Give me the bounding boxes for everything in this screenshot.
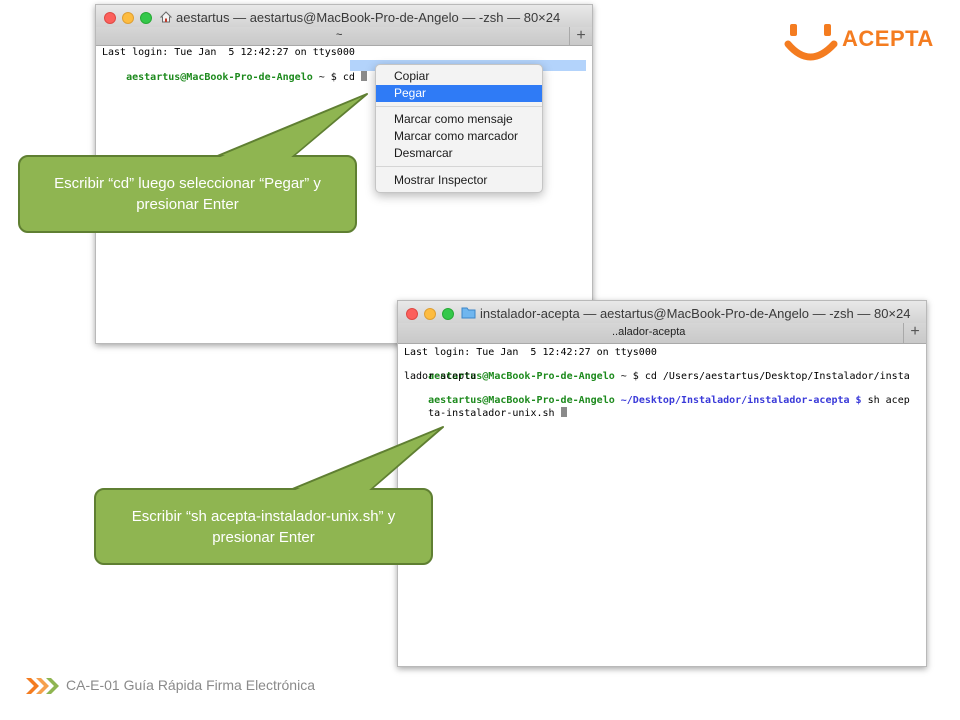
prompt-user: aestartus@MacBook-Pro-de-Angelo — [126, 72, 313, 83]
menu-item-marcar-mensaje[interactable]: Marcar como mensaje — [394, 112, 513, 126]
home-icon — [160, 11, 172, 23]
menu-item-pegar[interactable]: Pegar — [376, 85, 542, 102]
prompt-user: aestartus@MacBook-Pro-de-Angelo — [428, 395, 615, 406]
chevrons-icon — [26, 678, 59, 694]
terminal-line-prompt[interactable]: aestartus@MacBook-Pro-de-Angelo ~ $ cd — [102, 59, 367, 96]
menu-item-copiar[interactable]: Copiar — [394, 69, 430, 83]
acepta-logo-text: ACEPTA — [842, 26, 934, 51]
tab-bar[interactable]: ..alador-acepta + — [398, 323, 926, 344]
close-button[interactable] — [406, 308, 418, 320]
tab-bar[interactable]: ~ + — [96, 27, 592, 46]
text-cursor — [360, 71, 367, 81]
title-bar[interactable]: aestartus — aestartus@MacBook-Pro-de-Ang… — [96, 5, 592, 28]
terminal-window-instalador[interactable]: instalador-acepta — aestartus@MacBook-Pr… — [397, 300, 927, 667]
new-tab-button[interactable]: + — [569, 27, 592, 45]
menu-item-desmarcar[interactable]: Desmarcar — [394, 146, 453, 160]
menu-separator — [376, 166, 542, 167]
menu-separator — [376, 106, 542, 107]
acepta-logo-icon — [784, 24, 838, 61]
menu-item-marcar-marcador[interactable]: Marcar como marcador — [394, 129, 519, 143]
new-tab-button[interactable]: + — [903, 323, 926, 343]
command-cd: ~ $ cd /Users/aestartus/Desktop/Instalad… — [614, 371, 910, 382]
prompt-user: aestartus@MacBook-Pro-de-Angelo — [428, 371, 615, 382]
terminal-line-login: Last login: Tue Jan 5 12:42:27 on ttys00… — [404, 347, 657, 358]
zoom-button[interactable] — [442, 308, 454, 320]
menu-item-mostrar-inspector[interactable]: Mostrar Inspector — [394, 173, 488, 187]
tab-home[interactable]: ~ — [336, 29, 343, 41]
minimize-button[interactable] — [424, 308, 436, 320]
context-menu[interactable]: Copiar Pegar Marcar como mensaje Marcar … — [375, 64, 543, 193]
prompt-command: ~ $ cd — [312, 72, 361, 83]
zoom-button[interactable] — [140, 12, 152, 24]
callout-run-instruction: Escribir “sh acepta-instalador-unix.sh” … — [94, 488, 433, 565]
terminal-line-login: Last login: Tue Jan 5 12:42:27 on ttys00… — [102, 47, 355, 58]
window-title: instalador-acepta — aestartus@MacBook-Pr… — [480, 306, 911, 321]
terminal-line-sh: aestartus@MacBook-Pro-de-Angelo ~/Deskto… — [404, 383, 910, 419]
callout-text: Escribir “cd” luego seleccionar “Pegar” … — [54, 175, 321, 213]
tab-instalador[interactable]: ..alador-acepta — [612, 326, 686, 338]
close-button[interactable] — [104, 12, 116, 24]
window-title: aestartus — aestartus@MacBook-Pro-de-Ang… — [176, 10, 561, 25]
title-bar[interactable]: instalador-acepta — aestartus@MacBook-Pr… — [398, 301, 926, 324]
folder-icon — [461, 307, 476, 319]
minimize-button[interactable] — [122, 12, 134, 24]
text-cursor — [560, 407, 567, 417]
footer-document-code: CA-E-01 Guía Rápida Firma Electrónica — [66, 677, 315, 693]
command-sh-wrap: ta-instalador-unix.sh — [428, 408, 561, 419]
command-sh: sh acep — [861, 395, 910, 406]
terminal-line-cd: aestartus@MacBook-Pro-de-Angelo ~ $ cd /… — [404, 359, 910, 395]
callout-paste-instruction: Escribir “cd” luego seleccionar “Pegar” … — [18, 155, 357, 233]
terminal-line-wrap: lador-acepta — [404, 371, 477, 382]
callout-text: Escribir “sh acepta-instalador-unix.sh” … — [131, 507, 396, 546]
prompt-path: ~/Desktop/Instalador/instalador-acepta $ — [614, 395, 862, 406]
terminal-line-current[interactable]: ta-instalador-unix.sh — [404, 395, 567, 432]
